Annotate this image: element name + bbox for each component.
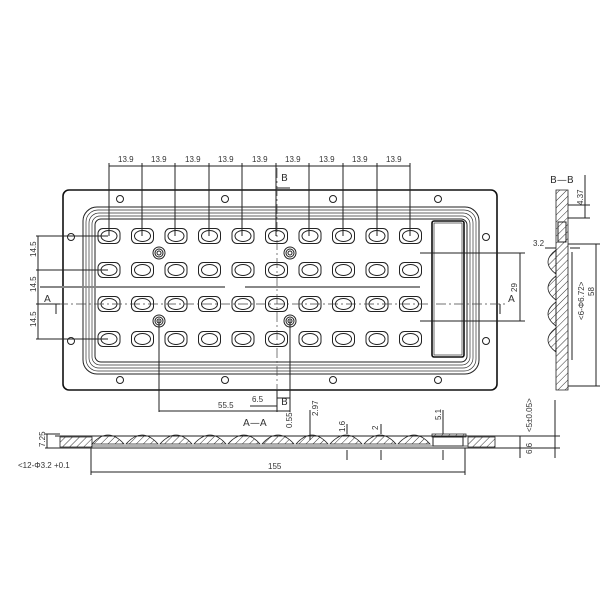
dim-55-5: 55.5: [218, 401, 234, 410]
dim-2-97: 2.97: [311, 400, 320, 416]
pitch-label: 13.9: [319, 155, 335, 164]
section-bb-view: [547, 189, 569, 391]
lens: [164, 331, 188, 347]
lens: [298, 331, 322, 347]
section-b-bottom-label: B: [281, 397, 288, 408]
lens: [131, 331, 154, 347]
lens: [164, 228, 188, 244]
section-aa-view: [55, 433, 498, 449]
dim-5-1: 5.1: [434, 408, 443, 420]
pitch-label: 13.9: [252, 155, 268, 164]
lens: [231, 331, 255, 347]
section-bb-title: B—B: [550, 175, 574, 186]
lens: [399, 262, 422, 278]
pitch-label: 13.9: [118, 155, 134, 164]
dim-2: 2: [371, 425, 380, 430]
dim-6-6: 6.6: [525, 442, 534, 454]
dim-58: 58: [587, 287, 596, 296]
dim-6-5: 6.5: [252, 395, 264, 404]
mounting-holes: [67, 195, 490, 384]
dim-5-tol: <5±0.05>: [525, 398, 534, 432]
section-aa-title: A—A: [243, 418, 267, 429]
lens: [399, 331, 422, 347]
row-pitch-label: 14.5: [29, 241, 38, 257]
lens: [298, 228, 322, 244]
lens: [164, 262, 188, 278]
dim-holes: <6-Φ6.72>: [577, 281, 586, 320]
lens: [365, 262, 389, 278]
pitch-label: 13.9: [352, 155, 368, 164]
dim-1-6: 1.6: [338, 420, 347, 432]
section-a-right-label: A: [508, 294, 515, 305]
row-pitch-label: 14.5: [29, 276, 38, 292]
section-b-top-label: B: [281, 173, 288, 184]
pitch-label: 13.9: [151, 155, 167, 164]
lens: [131, 262, 154, 278]
pitch-label: 13.9: [386, 155, 402, 164]
hole-note: <12-Φ3.2 +0.1: [18, 461, 70, 470]
pitch-label: 13.9: [185, 155, 201, 164]
lens: [298, 262, 322, 278]
outer-frame: [62, 189, 498, 391]
dim-0-55: 0.55: [285, 412, 294, 428]
lens: [265, 262, 288, 278]
window-slot: [431, 220, 465, 358]
dim-4-37: 4.37: [576, 189, 585, 205]
pitch-label: 13.9: [218, 155, 234, 164]
lens: [332, 331, 355, 347]
row-pitch-label: 14.5: [29, 311, 38, 327]
section-a-left-label: A: [44, 294, 51, 305]
boss-pin: [152, 246, 166, 260]
pitch-dimensions: 13.9 13.9 13.9 13.9 13.9 13.9 13.9 13.9 …: [118, 155, 402, 164]
dim-29: 29: [510, 283, 519, 292]
dim-7-25: 7.25: [38, 431, 47, 447]
lens: [198, 331, 221, 347]
lens: [265, 331, 288, 347]
lens: [198, 262, 221, 278]
dim-155: 155: [268, 462, 282, 471]
lens: [231, 262, 255, 278]
pitch-label: 13.9: [285, 155, 301, 164]
plan-view: [62, 189, 498, 391]
boss-pin: [283, 246, 297, 260]
lens: [332, 262, 355, 278]
lens: [231, 228, 255, 244]
lens: [365, 331, 389, 347]
dim-3-2: 3.2: [533, 239, 545, 248]
